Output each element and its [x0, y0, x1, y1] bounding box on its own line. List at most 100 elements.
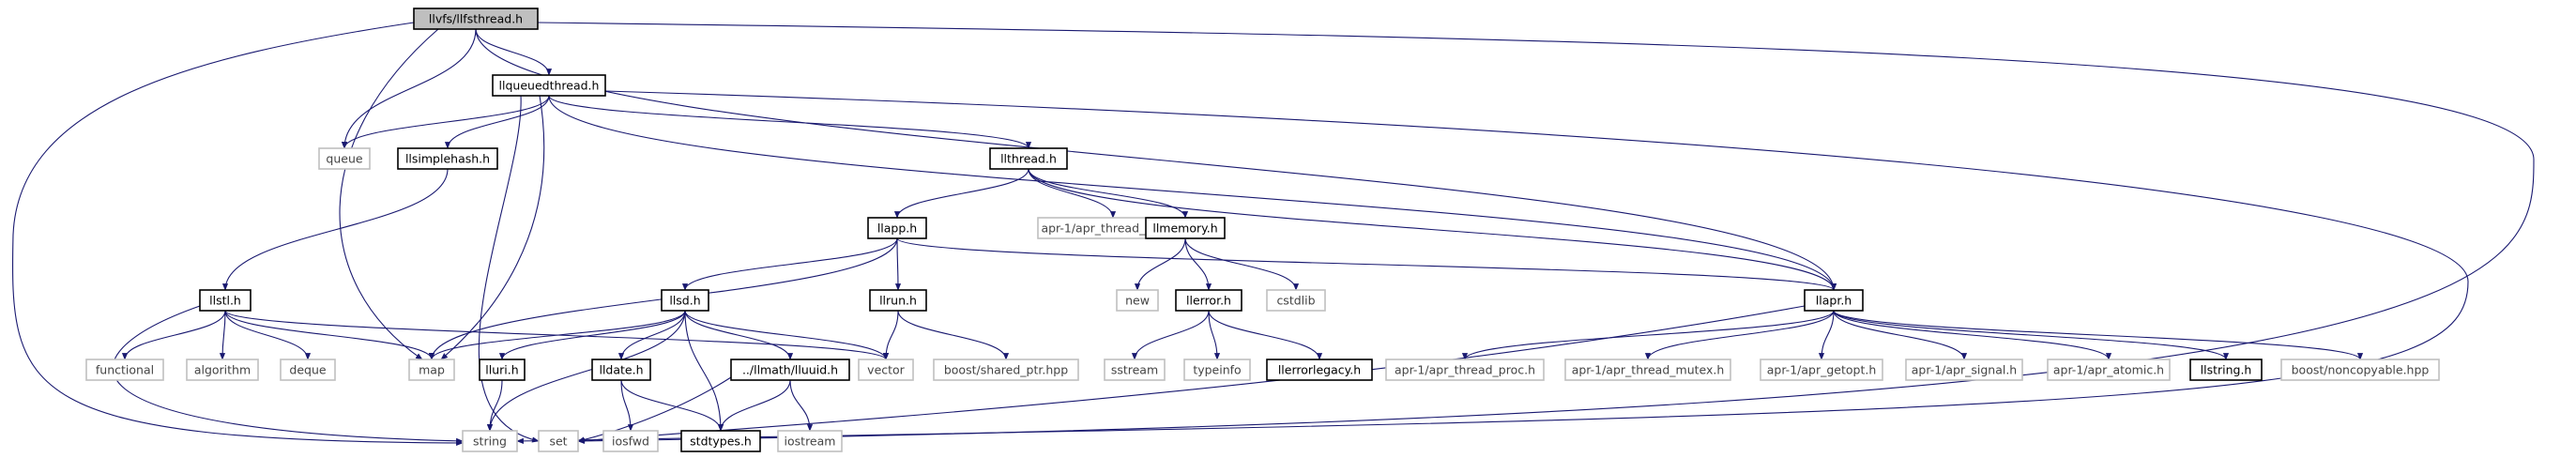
node-label: ../llmath/lluuid.h	[742, 363, 838, 377]
node-box	[661, 289, 709, 312]
node-label: llqueuedthread.h	[499, 79, 600, 93]
edge-llfsthread-to-map	[339, 28, 439, 360]
node-llerrorlegacy[interactable]: llerrorlegacy.h	[1266, 359, 1373, 381]
node-iostream: iostream	[777, 430, 843, 452]
node-llthread[interactable]: llthread.h	[989, 147, 1068, 170]
node-box	[1266, 289, 1326, 312]
node-lldate[interactable]: lldate.h	[591, 359, 651, 381]
node-llfsthread[interactable]: llvfs/llfsthread.h	[413, 8, 539, 30]
edge-llstl-to-deque	[224, 310, 312, 360]
edge-llapp-to-llsd	[681, 237, 898, 291]
node-llrun[interactable]: llrun.h	[869, 289, 927, 312]
node-box	[1266, 359, 1373, 381]
edge-llfsthread-to-string	[11, 22, 464, 447]
node-llstl[interactable]: llstl.h	[199, 289, 252, 312]
node-label: queue	[326, 152, 362, 166]
node-llapp[interactable]: llapp.h	[867, 217, 927, 239]
node-box	[280, 359, 336, 381]
node-llsd[interactable]: llsd.h	[661, 289, 709, 312]
node-box	[1385, 359, 1545, 381]
edge-llmemory-to-llerror	[1184, 237, 1212, 291]
node-label: llerrorlegacy.h	[1278, 363, 1361, 377]
node-box	[680, 430, 761, 452]
node-label: llerror.h	[1186, 294, 1231, 308]
node-apr_atomic: apr-1/apr_atomic.h	[2047, 359, 2171, 381]
node-box	[1104, 359, 1166, 381]
node-deque: deque	[280, 359, 336, 381]
node-cstdlib: cstdlib	[1266, 289, 1326, 312]
edge-llapp-to-llapr	[896, 237, 1837, 291]
node-apr_thread_proc: apr-1/apr_thread_proc.h	[1385, 359, 1545, 381]
node-label: llapp.h	[877, 221, 917, 236]
edge-llstl-to-map	[224, 310, 435, 360]
node-stdtypes[interactable]: stdtypes.h	[680, 430, 761, 452]
node-shared_ptr: boost/shared_ptr.hpp	[933, 359, 1079, 381]
edge-llapr-to-apr_thread_proc	[1462, 310, 1835, 360]
node-apr_signal: apr-1/apr_signal.h	[1905, 359, 2023, 381]
node-label: lluri.h	[485, 363, 518, 377]
node-label: algorithm	[194, 363, 251, 377]
edge-llstl-to-string	[112, 305, 464, 444]
node-llstring[interactable]: llstring.h	[2189, 359, 2263, 381]
node-llapr[interactable]: llapr.h	[1804, 289, 1864, 312]
node-box	[492, 74, 606, 97]
edge-lluuid-to-iostream	[789, 379, 814, 432]
node-box	[85, 359, 164, 381]
node-box	[1564, 359, 1731, 381]
edge-llmemory-to-cstdlib	[1184, 237, 1300, 291]
node-box	[1804, 289, 1864, 312]
node-box	[413, 8, 539, 30]
edge-llrun-to-shared_ptr	[897, 310, 1010, 360]
node-label: sstream	[1111, 363, 1158, 377]
node-label: llapr.h	[1816, 294, 1852, 308]
edge-llqueuedthread-to-set	[478, 95, 540, 443]
node-label: map	[419, 363, 445, 377]
edge-llapp-to-llrun	[894, 237, 902, 291]
edge-llthread-to-llmemory	[1028, 168, 1189, 219]
edge-lldate-to-iosfwd	[620, 379, 634, 432]
node-label: functional	[96, 363, 154, 377]
node-box	[1760, 359, 1883, 381]
node-box	[730, 359, 850, 381]
node-set: set	[538, 430, 579, 452]
node-box	[2280, 359, 2440, 381]
node-vector: vector	[858, 359, 914, 381]
node-llsimplehash[interactable]: llsimplehash.h	[397, 147, 498, 170]
edge-llsd-to-map	[428, 310, 686, 360]
node-box	[397, 147, 498, 170]
node-label: lldate.h	[599, 363, 643, 377]
edge-llmemory-to-new	[1134, 237, 1186, 291]
node-lluuid[interactable]: ../llmath/lluuid.h	[730, 359, 850, 381]
edge-llsimplehash-to-llstl	[221, 168, 449, 291]
node-lluri[interactable]: lluri.h	[479, 359, 526, 381]
node-label: boost/noncopyable.hpp	[2292, 363, 2430, 377]
node-box	[199, 289, 252, 312]
edge-llsd-to-lluuid	[684, 310, 794, 360]
node-typeinfo: typeinfo	[1183, 359, 1251, 381]
node-iosfwd: iosfwd	[602, 430, 659, 452]
dependency-edges	[11, 22, 2535, 447]
edge-lluuid-to-stdtypes	[717, 379, 791, 432]
node-label: iostream	[785, 435, 836, 449]
edge-llapr-to-apr_thread_mutex	[1644, 310, 1835, 360]
edge-llsd-to-stdtypes	[684, 310, 724, 432]
node-llqueuedthread[interactable]: llqueuedthread.h	[492, 74, 606, 97]
node-llmemory[interactable]: llmemory.h	[1145, 217, 1226, 239]
node-box	[2189, 359, 2263, 381]
node-label: vector	[867, 363, 906, 377]
node-box	[1145, 217, 1226, 239]
node-box	[408, 359, 455, 381]
node-label: apr-1/apr_thread_mutex.h	[1572, 363, 1725, 377]
node-label: string	[473, 435, 507, 449]
node-label: llthread.h	[1000, 152, 1057, 166]
node-llerror[interactable]: llerror.h	[1175, 289, 1242, 312]
edge-llqueuedthread-to-llapr	[548, 95, 1837, 291]
edge-llerror-to-llerrorlegacy	[1208, 310, 1323, 360]
node-box	[858, 359, 914, 381]
edge-llsd-to-lldate	[617, 310, 686, 360]
node-label: set	[549, 435, 567, 449]
node-box	[933, 359, 1079, 381]
node-apr_thread_mutex: apr-1/apr_thread_mutex.h	[1564, 359, 1731, 381]
edge-llsd-to-vector	[684, 310, 890, 360]
